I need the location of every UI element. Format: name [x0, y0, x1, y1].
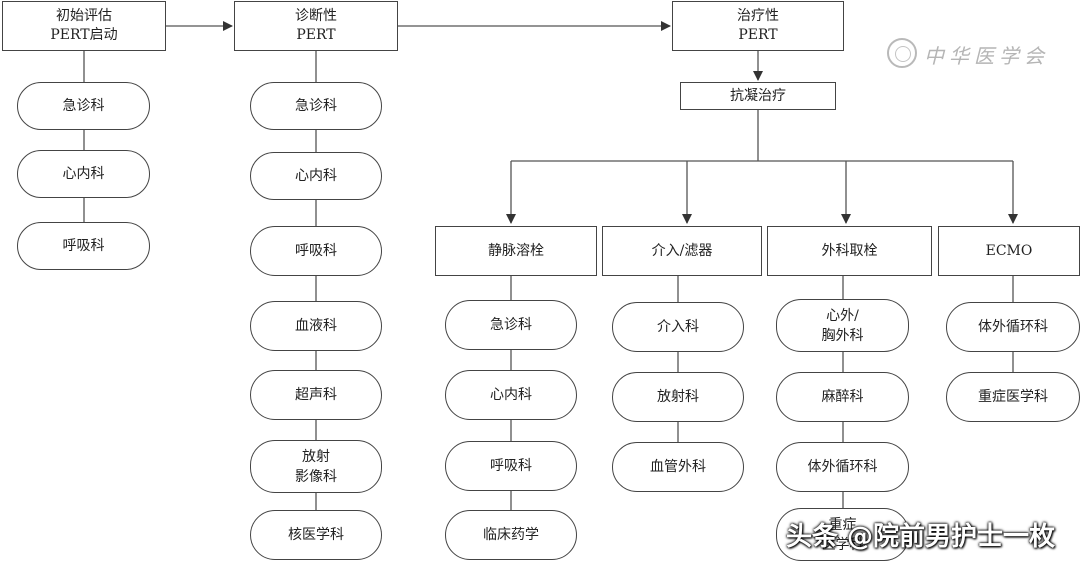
surgery-dept: 重症 医学科 — [776, 508, 909, 561]
thrombolysis-dept: 呼吸科 — [445, 441, 577, 491]
stage-initial-assessment: 初始评估 PERT启动 — [2, 1, 166, 51]
initial-dept: 心内科 — [17, 150, 150, 198]
diagnostic-dept: 急诊科 — [250, 82, 382, 130]
branch-surgical-embolectomy: 外科取栓 — [767, 226, 932, 276]
thrombolysis-dept: 心内科 — [445, 370, 577, 420]
diagnostic-dept: 放射 影像科 — [250, 440, 382, 493]
branch-ecmo: ECMO — [938, 226, 1080, 276]
initial-dept: 呼吸科 — [17, 222, 150, 270]
diagnostic-dept: 呼吸科 — [250, 226, 382, 276]
diagnostic-dept: 超声科 — [250, 370, 382, 420]
platform-watermark: 头条 @院前男护士一枚 — [786, 522, 1056, 552]
intervention-dept: 血管外科 — [612, 442, 744, 492]
stage-diagnostic-pert: 诊断性 PERT — [234, 1, 398, 51]
publisher-watermark: 中华医学会 — [924, 44, 1049, 68]
surgery-dept: 麻醉科 — [776, 372, 909, 422]
anticoagulation-box: 抗凝治疗 — [680, 82, 836, 110]
intervention-dept: 放射科 — [612, 372, 744, 422]
surgery-dept: 体外循环科 — [776, 442, 909, 492]
diagnostic-dept: 心内科 — [250, 152, 382, 200]
branch-thrombolysis: 静脉溶栓 — [435, 226, 597, 276]
publisher-seal-logo — [887, 38, 917, 68]
ecmo-dept: 重症医学科 — [946, 372, 1080, 422]
surgery-dept: 心外/ 胸外科 — [776, 299, 909, 352]
diagnostic-dept: 核医学科 — [250, 510, 382, 560]
thrombolysis-dept: 急诊科 — [445, 300, 577, 350]
branch-intervention-filter: 介入/滤器 — [602, 226, 762, 276]
stage-treatment-pert: 治疗性 PERT — [672, 1, 844, 51]
diagnostic-dept: 血液科 — [250, 301, 382, 351]
intervention-dept: 介入科 — [612, 302, 744, 352]
thrombolysis-dept: 临床药学 — [445, 510, 577, 560]
ecmo-dept: 体外循环科 — [946, 302, 1080, 352]
initial-dept: 急诊科 — [17, 82, 150, 130]
